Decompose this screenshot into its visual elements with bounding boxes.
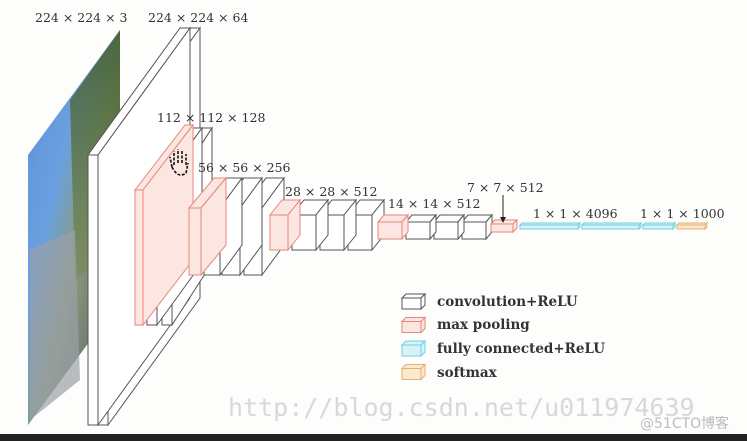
legend-max_pooling-icon bbox=[400, 316, 427, 334]
pool3-box bbox=[268, 198, 302, 252]
conv5-box-2 bbox=[432, 213, 466, 241]
legend-fully_connected-icon bbox=[400, 339, 427, 358]
arrow-head-icon bbox=[500, 217, 506, 223]
watermark-51cto: @51CTO博客 bbox=[640, 415, 729, 432]
fc3-box bbox=[641, 221, 677, 231]
label-pool5: 7 × 7 × 512 bbox=[467, 180, 544, 195]
hand-cursor-icon bbox=[169, 149, 189, 176]
label-conv2: 112 × 112 × 128 bbox=[157, 110, 265, 125]
label-output: 1 × 1 × 1000 bbox=[640, 206, 725, 221]
legend-convolution-icon bbox=[400, 292, 427, 311]
label-input: 224 × 224 × 3 bbox=[35, 10, 128, 25]
legend: convolution+ReLU max pooling fully conne… bbox=[400, 292, 605, 381]
label-fc: 1 × 1 × 4096 bbox=[533, 206, 618, 221]
fc2-box bbox=[580, 221, 643, 231]
watermark-url: http://blog.csdn.net/u011974639 bbox=[228, 393, 695, 422]
layer-boxes bbox=[87, 26, 709, 427]
legend-softmax-icon bbox=[400, 363, 427, 381]
softmax-box bbox=[675, 221, 709, 231]
pool4-box bbox=[376, 213, 410, 241]
conv5-box-1 bbox=[404, 213, 438, 241]
legend-label-convolution: convolution+ReLU bbox=[437, 294, 578, 310]
label-conv4: 28 × 28 × 512 bbox=[285, 184, 378, 199]
legend-label-softmax: softmax bbox=[437, 365, 498, 381]
legend-label-max-pooling: max pooling bbox=[437, 317, 530, 333]
fc1-box bbox=[518, 221, 582, 231]
conv5-box-3 bbox=[460, 213, 494, 241]
bottom-bar bbox=[0, 434, 747, 441]
pool1-box bbox=[133, 123, 195, 327]
legend-label-fully-connected: fully connected+ReLU bbox=[437, 341, 605, 357]
label-conv3: 56 × 56 × 256 bbox=[198, 160, 291, 175]
pool5-box bbox=[489, 218, 519, 234]
label-conv1: 224 × 224 × 64 bbox=[148, 10, 249, 25]
pool2-box bbox=[187, 176, 228, 277]
label-conv5: 14 × 14 × 512 bbox=[388, 196, 481, 211]
